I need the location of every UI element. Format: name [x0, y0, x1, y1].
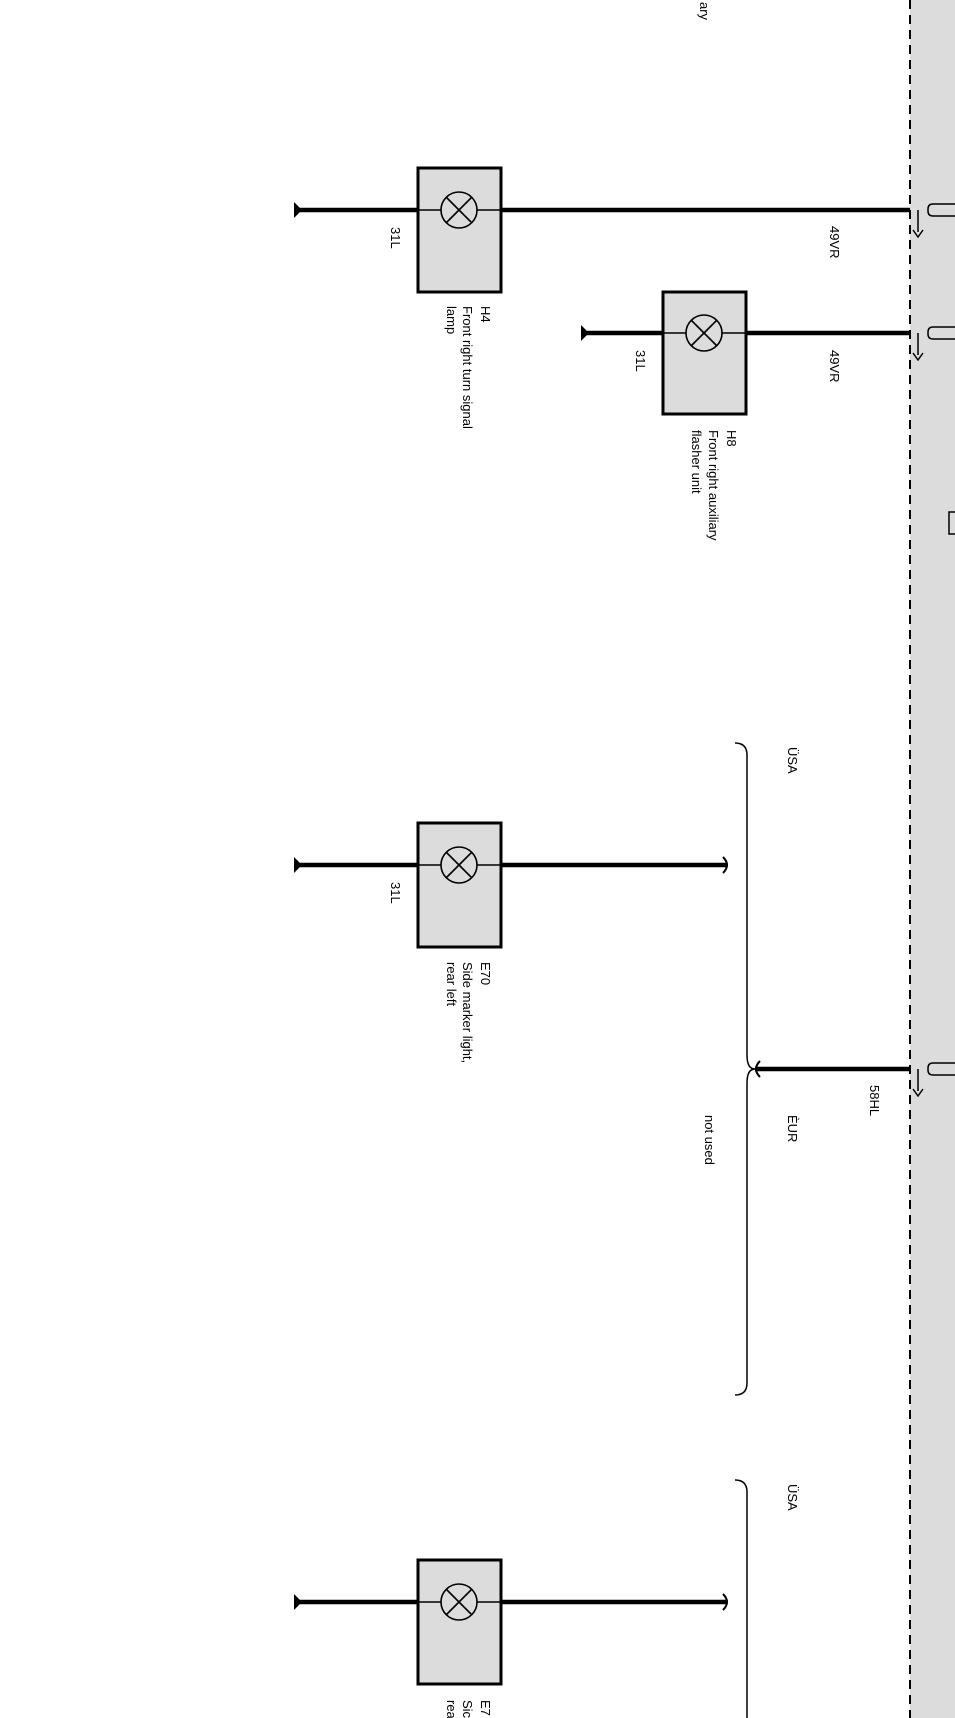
edge-text: ary	[697, 2, 712, 21]
side-marker-wire-label: 58HL	[867, 1085, 882, 1116]
connector-pin-2	[912, 326, 955, 362]
h8-desc-1: Front right auxiliary	[706, 430, 721, 541]
e70-desc-1: Side marker light,	[460, 962, 475, 1063]
variant-brace-2	[734, 1479, 748, 1718]
h8-ground-symbol	[581, 325, 589, 341]
h8-desc-2: flasher unit	[689, 430, 704, 494]
variant-eur: ÈUR	[785, 1115, 800, 1142]
e70-ground-label: 31L	[388, 882, 403, 904]
module-marker	[948, 511, 955, 535]
e7x-ground-symbol	[294, 1594, 302, 1610]
component-e70: 31L E70 Side marker light, rear left	[294, 821, 728, 1063]
h4-supply-label: 49VR	[827, 226, 842, 259]
h4-ground-symbol	[294, 202, 302, 218]
connector-pin-3	[912, 1062, 955, 1098]
variant-usa-2: ÜSA	[785, 1484, 800, 1511]
e70-name: E70	[478, 962, 493, 985]
side-marker-wire-hook	[755, 1060, 761, 1078]
connector-pin-1	[912, 203, 955, 239]
e7x-desc-1: Sic	[460, 1700, 475, 1718]
component-h8: 31L 49VR H8 Front right auxiliary flashe…	[581, 290, 910, 541]
e7x-name: E7	[478, 1700, 493, 1716]
h4-box	[416, 166, 503, 294]
variant-brace-1	[734, 742, 756, 1396]
e7x-box	[416, 1558, 503, 1686]
h4-desc-2: lamp	[444, 306, 459, 334]
e7x-wire-end-hook	[722, 1593, 728, 1611]
h8-supply-label: 49VR	[827, 350, 842, 383]
h8-ground-label: 31L	[633, 350, 648, 372]
e70-box	[416, 821, 503, 949]
h4-lamp-icon	[440, 191, 478, 229]
e7x-desc-2: rea	[444, 1700, 459, 1718]
e70-lamp-icon	[440, 846, 478, 884]
e70-wire-end-hook	[722, 856, 728, 874]
h4-desc-1: Front right turn signal	[460, 306, 475, 429]
h8-name: H8	[724, 430, 739, 447]
h8-lamp-icon	[685, 314, 723, 352]
h8-box	[661, 290, 748, 416]
e7x-lamp-icon	[440, 1583, 478, 1621]
e70-ground-symbol	[294, 857, 302, 873]
component-h4: 31L 49VR H4 Front right turn signal lamp	[294, 166, 910, 429]
h4-name: H4	[478, 306, 493, 323]
variant-usa-1: ÜSA	[785, 747, 800, 774]
e70-desc-2: rear left	[444, 962, 459, 1006]
control-module-area	[910, 0, 955, 1718]
component-e7x: E7 Sic rea	[294, 1558, 728, 1718]
h4-ground-label: 31L	[388, 227, 403, 249]
variant-not-used: not used	[702, 1115, 717, 1165]
